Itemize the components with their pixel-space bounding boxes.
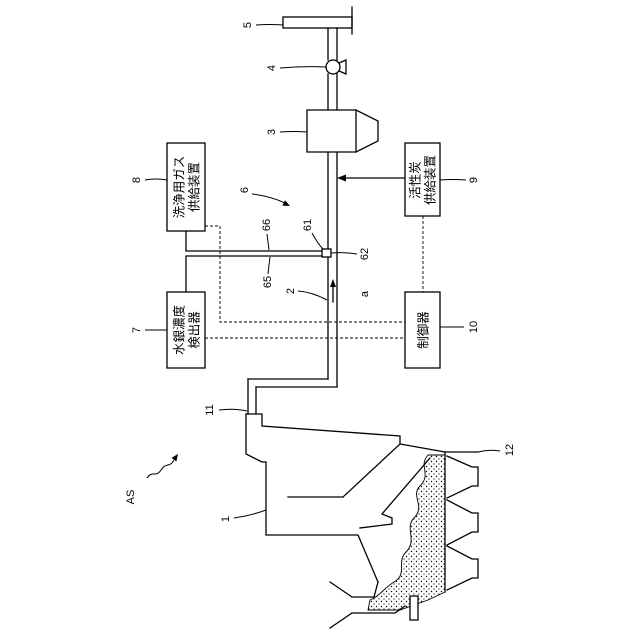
furnace-baffle: [343, 444, 400, 497]
incinerator: [246, 414, 478, 628]
box-controller: 制御器: [405, 292, 440, 368]
ref-nozzle-outlet: 62: [359, 248, 371, 260]
box-label-line-2: 供給装置: [423, 155, 438, 205]
furnace-upper-wall: [246, 414, 478, 452]
ref-nozzle: 61: [302, 219, 314, 231]
ref-flue-duct: 2: [285, 288, 297, 294]
signal-lines: [205, 216, 423, 338]
box-mercury-detector: 水銀濃度 検出器: [167, 292, 205, 368]
leader-65: [268, 257, 270, 274]
leader-as: [147, 460, 174, 478]
box-label-line-2: 供給装置: [187, 162, 202, 212]
ref-fan: 4: [266, 65, 278, 71]
nozzle-61: [322, 249, 331, 257]
leader-9: [440, 180, 466, 181]
box-label-line-1: 活性炭: [408, 161, 423, 199]
box-label-line-2: 検出器: [187, 311, 202, 349]
ref-cleaning-gas-supply: 8: [131, 177, 143, 183]
arrowhead-icon: [330, 279, 336, 287]
line-65: [186, 256, 322, 292]
box-label-line-1: 洗浄用ガス: [172, 156, 187, 219]
filter: [307, 110, 378, 152]
leader-11: [219, 409, 247, 411]
box-cleaning-gas-supply: 洗浄用ガス 供給装置: [167, 143, 205, 231]
fan: [326, 60, 346, 74]
ref-cleaning-unit: 6: [239, 187, 251, 193]
leader-66: [267, 234, 269, 250]
leader-2: [298, 291, 327, 300]
ref-ash-hoppers: 12: [504, 444, 516, 456]
ash-hopper: [447, 546, 478, 590]
leader-3: [280, 132, 307, 133]
leader-1: [234, 510, 266, 518]
stack: [283, 7, 352, 34]
fan-pipe: [328, 74, 337, 110]
feeder-ram: [410, 596, 418, 620]
stack-body: [283, 17, 352, 28]
leader-4: [280, 67, 326, 68]
leader-6: [252, 194, 285, 203]
ref-line-66: 66: [261, 219, 273, 231]
reference-labels: 5 4 3 8 9 6 66 61 62 65 2 a 7 10 11 12 A…: [125, 22, 516, 522]
ref-stack: 5: [242, 22, 254, 28]
fan-casing: [326, 60, 340, 74]
carbon-feed-line: [337, 175, 405, 182]
flow-arrow: [330, 279, 336, 302]
line-66: [186, 231, 322, 251]
leader-8: [145, 179, 167, 180]
ref-line-65: 65: [262, 276, 274, 288]
feed-hopper: [330, 582, 352, 628]
ash-hopper: [447, 456, 478, 498]
leader-5: [256, 25, 283, 26]
box-activated-carbon-supply: 活性炭 供給装置: [405, 143, 440, 216]
gas-lines: [186, 231, 331, 292]
ref-mercury-detector: 7: [131, 327, 143, 333]
ref-flow-direction: a: [359, 290, 371, 297]
arrowhead-icon: [282, 200, 290, 206]
ref-assembly: AS: [125, 490, 137, 505]
box-label-line-1: 制御器: [416, 311, 431, 349]
leader-12: [478, 450, 500, 452]
leader-61: [312, 233, 323, 249]
arrowhead-icon: [337, 175, 346, 182]
leader-lines: [145, 25, 500, 519]
furnace-outer-wall: [246, 414, 378, 582]
stack-pipe: [328, 28, 337, 60]
waste-bed: [368, 455, 445, 610]
ref-controller: 10: [468, 321, 480, 333]
ref-incinerator: 1: [220, 516, 232, 522]
ref-filter: 3: [266, 129, 278, 135]
filter-body: [307, 110, 378, 152]
arrowhead-icon: [172, 454, 179, 461]
ref-activated-carbon-supply: 9: [468, 177, 480, 183]
signal-gas-controller: [205, 226, 405, 322]
ash-hopper: [447, 500, 478, 545]
leader-62: [331, 253, 357, 254]
box-label-line-1: 水銀濃度: [172, 305, 187, 356]
ref-boiler-outlet: 11: [204, 404, 216, 415]
